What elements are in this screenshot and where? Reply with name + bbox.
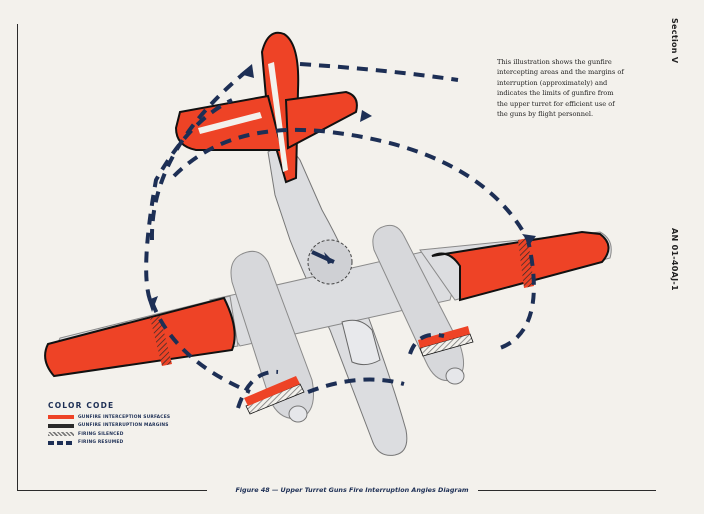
figure-caption: Figure 48 — Upper Turret Guns Fire Inter… — [0, 486, 704, 494]
legend-swatch-hatch — [48, 432, 74, 437]
fire-arc-arrowheads — [148, 64, 536, 312]
turret-gun-arrow-head — [324, 252, 334, 264]
main-fire-circle — [172, 127, 536, 350]
left-engine-red-arc — [244, 376, 300, 406]
left-border-line — [17, 24, 18, 490]
right-wing-margin — [518, 238, 534, 288]
bottom-border-line-left — [17, 490, 207, 491]
document-id: AN 01-40AJ-1 — [670, 228, 679, 291]
legend-label: GUNFIRE INTERCEPTION SURFACES — [78, 414, 171, 420]
legend-item: FIRING RESUMED — [48, 439, 218, 448]
right-wing-red-surface — [431, 230, 610, 302]
legend-item: FIRING SILENCED — [48, 430, 218, 439]
arrowhead-mid — [360, 110, 372, 122]
legend-title: COLOR CODE — [48, 401, 115, 410]
left-wing-red-surface — [44, 296, 236, 378]
firing-silenced-areas — [244, 326, 474, 415]
left-propeller-spinner — [288, 405, 308, 423]
wing-interception-surfaces — [44, 230, 610, 378]
left-wing-margin — [150, 316, 172, 366]
engine-left-fire-arc — [236, 369, 279, 409]
legend-item: GUNFIRE INTERRUPTION MARGINS — [48, 422, 218, 431]
bottom-border-line-right — [478, 490, 656, 491]
upper-fire-arc — [149, 68, 250, 241]
legend-label: FIRING RESUMED — [78, 440, 124, 446]
arrowhead-top-left — [240, 64, 254, 78]
tail-interception-surfaces — [174, 31, 358, 184]
lower-left-fire-arc — [150, 301, 251, 394]
right-engine-red-arc — [418, 326, 470, 348]
legend-label: GUNFIRE INTERRUPTION MARGINS — [78, 423, 169, 429]
section-label: Section V — [670, 18, 679, 64]
firing-resumed-arcs — [144, 62, 536, 409]
legend-label: FIRING SILENCED — [78, 431, 124, 437]
legend-swatch-solid — [48, 415, 74, 420]
right-propeller-spinner — [445, 367, 465, 385]
horizontal-stabilizer-right — [284, 90, 358, 150]
arrowhead-right — [522, 234, 536, 244]
left-fire-arc — [144, 98, 233, 301]
figure-caption-text: Figure 48 — Upper Turret Guns Fire Inter… — [231, 486, 473, 494]
stabilizer-margin-band — [198, 112, 262, 134]
color-code-legend: COLOR CODE GUNFIRE INTERCEPTION SURFACES… — [48, 401, 218, 447]
legend-swatch-margin — [48, 423, 74, 428]
engine-right-fire-arc — [408, 332, 445, 355]
illustration-description: This illustration shows the gunfire inte… — [497, 58, 624, 119]
lower-right-fire-arc — [307, 377, 405, 394]
legend-item: GUNFIRE INTERCEPTION SURFACES — [48, 413, 218, 422]
tail-fire-arc — [299, 62, 459, 82]
fin-margin-band — [268, 62, 288, 172]
cockpit-canopy — [341, 319, 381, 366]
arrowhead-left — [148, 296, 158, 312]
legend-swatch-dashed — [48, 440, 74, 445]
